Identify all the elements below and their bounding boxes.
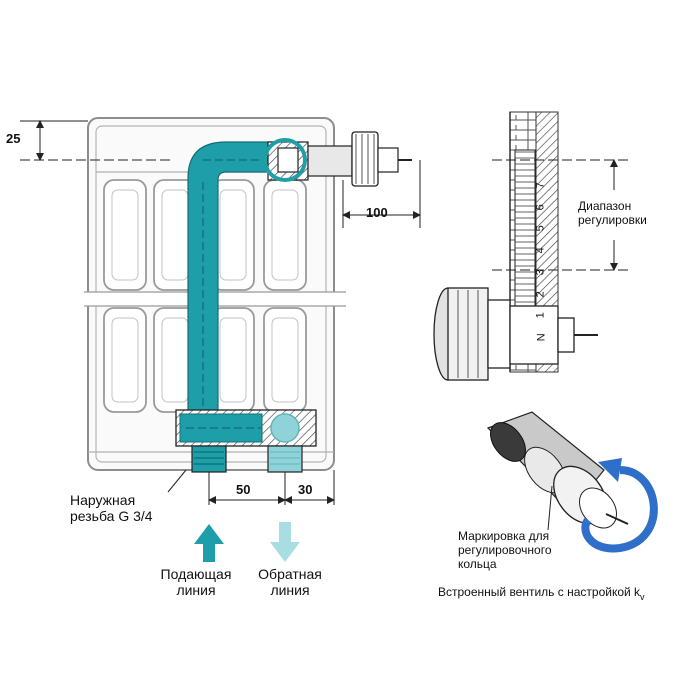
marking-line3: кольца xyxy=(458,556,497,571)
dimension-100 xyxy=(342,160,421,228)
supply-arrow-icon xyxy=(194,524,224,562)
marking-line2: регулировочного xyxy=(458,542,552,557)
scale-tick-label: 4 xyxy=(534,247,547,254)
scale-tick-label: 2 xyxy=(534,290,547,297)
return-line2: линия xyxy=(270,582,310,599)
supply-line-label: Подающая линия xyxy=(148,566,244,598)
valve-insert xyxy=(486,411,629,529)
dim-30-label: 30 xyxy=(298,482,313,497)
marking-leader-line xyxy=(547,485,553,531)
marking-line1: Маркировка для xyxy=(458,529,550,543)
bottom-manifold xyxy=(175,409,317,473)
scale-tick-label: 3 xyxy=(534,269,547,276)
external-thread-line1: Наружная xyxy=(70,492,136,508)
return-arrow-icon xyxy=(270,522,300,562)
dim-50-label: 50 xyxy=(236,482,251,497)
scale-tick-label: 1 xyxy=(534,312,547,319)
dimension-50-30 xyxy=(208,470,335,505)
adjust-range-line2: регулировки xyxy=(578,212,647,227)
builtin-valve-text: Встроенный вентиль с настройкой k xyxy=(438,585,641,599)
adjust-range-label: Диапазон регулировки xyxy=(578,199,647,228)
rotation-arrow-icon xyxy=(581,458,658,553)
supply-line1: Подающая xyxy=(160,566,232,582)
scale-tick-label: 5 xyxy=(534,225,547,232)
return-line-label: Обратная линия xyxy=(244,566,336,598)
marking-label: Маркировка для регулировочного кольца xyxy=(458,529,552,571)
dim-100-label: 100 xyxy=(366,205,388,220)
return-line1: Обратная xyxy=(258,566,322,582)
external-thread-label: Наружная резьба G 3/4 xyxy=(70,492,153,524)
external-thread-line2: резьба G 3/4 xyxy=(70,508,153,525)
scale-tick-label: 7 xyxy=(534,182,547,189)
thermostatic-valve xyxy=(263,131,412,187)
adjust-range-line1: Диапазон xyxy=(578,199,632,213)
scale-tick-label: N xyxy=(535,333,548,342)
dim-25-label: 25 xyxy=(6,131,21,146)
adjust-range-markers xyxy=(492,159,632,271)
builtin-valve-label: Встроенный вентиль с настройкой kv xyxy=(438,585,645,602)
valve-side-view xyxy=(433,287,598,381)
thread-leader-line xyxy=(167,469,187,493)
builtin-valve-subscript: v xyxy=(640,592,645,602)
scale-tick-label: 6 xyxy=(534,203,547,211)
supply-line2: линия xyxy=(176,582,216,599)
dimension-25 xyxy=(20,120,170,161)
